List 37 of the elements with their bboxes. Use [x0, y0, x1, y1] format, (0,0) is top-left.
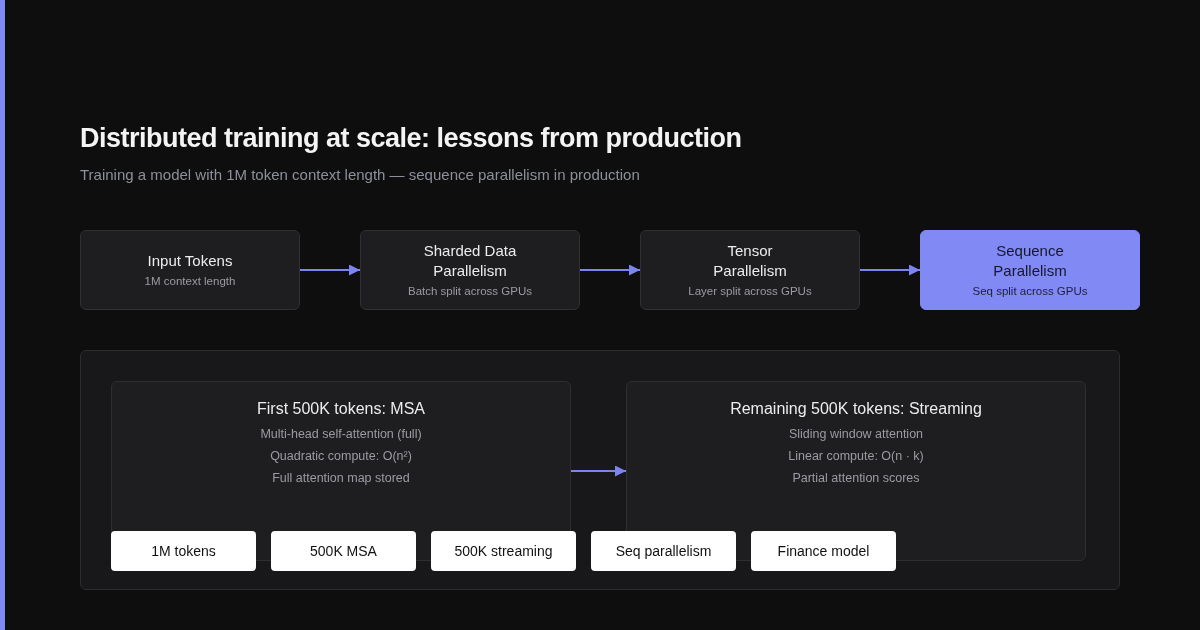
card-detail: Linear compute: O(n · k): [788, 448, 924, 465]
arrow: [579, 264, 641, 276]
step-caption: Seq split across GPUs: [972, 284, 1088, 299]
card-detail: Full attention map stored: [272, 470, 410, 487]
tag-pill: [111, 531, 256, 571]
step-title: Sequence Parallelism: [992, 241, 1068, 281]
card-detail: Sliding window attention: [788, 426, 924, 443]
tag-label: 500K MSA: [310, 543, 377, 559]
card-detail: Partial attention scores: [792, 470, 920, 487]
tag-label: 1M tokens: [151, 543, 216, 559]
card-detail: Quadratic compute: O(n²): [270, 448, 412, 465]
step-title: Sharded Data Parallelism: [422, 241, 518, 281]
tag-pill: [431, 531, 576, 571]
title: Distributed training at scale: lessons from production: [80, 122, 742, 155]
tag-label: Finance model: [777, 543, 870, 559]
card-heading: Remaining 500K tokens: Streaming: [730, 399, 982, 419]
step-caption: Layer split across GPUs: [688, 284, 812, 299]
process-box: [80, 230, 300, 310]
process-box: [360, 230, 580, 310]
tag-label: Seq parallelism: [615, 543, 712, 559]
card-detail: Multi-head self-attention (full): [260, 426, 422, 443]
tag-pill: [591, 531, 736, 571]
process-box: [640, 230, 860, 310]
subtitle: Training a model with 1M token context length — sequence parallelism in production: [80, 165, 640, 185]
card-heading: First 500K tokens: MSA: [256, 399, 426, 419]
tag-label: 500K streaming: [454, 543, 553, 559]
step-caption: 1M context length: [144, 274, 236, 289]
arrow: [299, 264, 361, 276]
step-title: Input Tokens: [147, 251, 233, 271]
step-title: Tensor Parallelism: [712, 241, 788, 281]
step-caption: Batch split across GPUs: [408, 284, 532, 299]
group-panel: [80, 350, 1120, 590]
highlighted-process-box: [920, 230, 1140, 310]
tag-pill: [271, 531, 416, 571]
arrow: [859, 264, 921, 276]
arrow: [570, 465, 627, 477]
tag-pill: [751, 531, 896, 571]
